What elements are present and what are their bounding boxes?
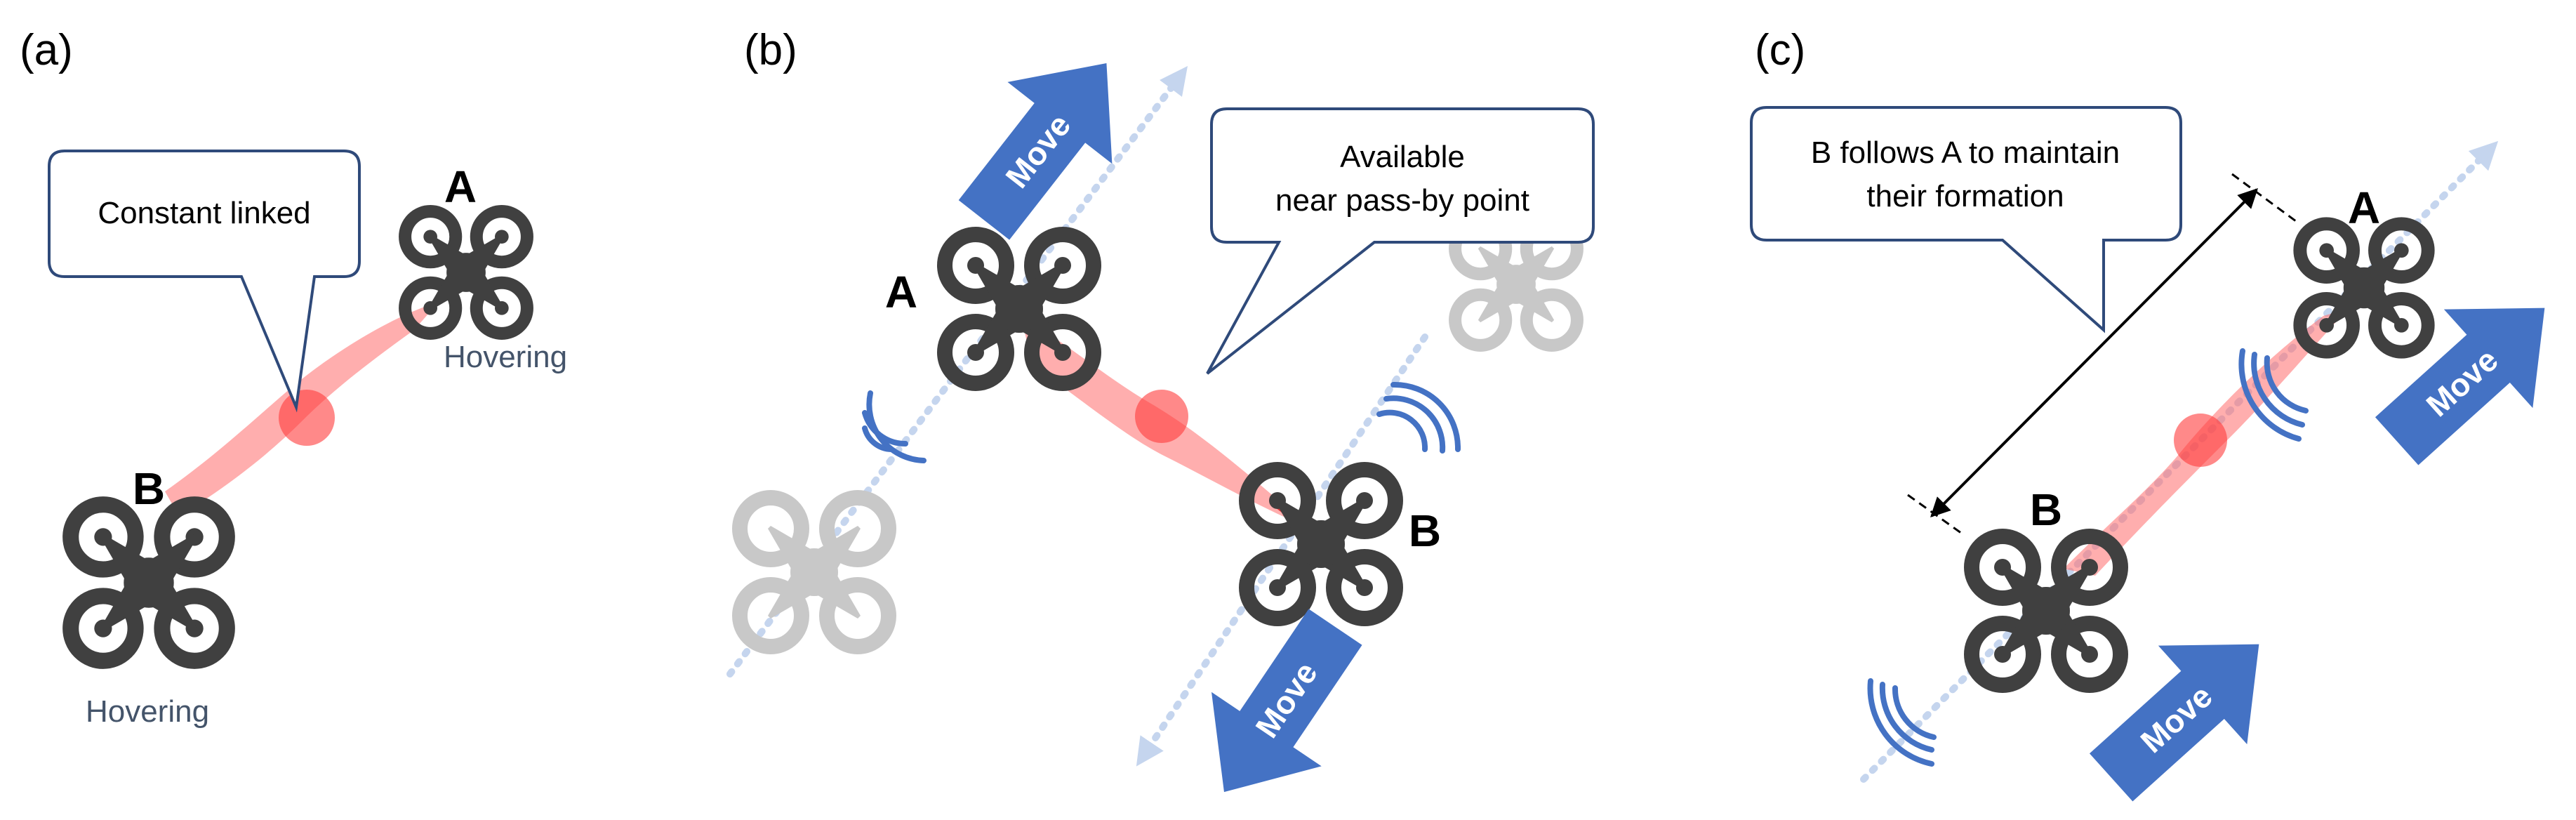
flight-path-b [1136, 333, 1428, 767]
bubble-text-line-1: Available [1340, 140, 1465, 174]
move-arrow-icon: Move [931, 22, 1159, 261]
move-arrow-icon: Move [2352, 258, 2576, 491]
drone-a-label: A [885, 267, 917, 317]
bubble-text-line-1: B follows A to maintain [1811, 135, 2120, 170]
speech-bubble-icon [1206, 107, 1595, 375]
panel-b: (b) Available near pass-b [726, 22, 1595, 820]
link-beam [165, 302, 439, 516]
drone-b-label: B [1409, 505, 1441, 556]
speech-bubble-icon [48, 150, 361, 413]
bubble-text: Constant linked [98, 196, 310, 230]
speech-bubble-icon [1750, 106, 2182, 333]
panel-b-label: (b) [744, 26, 797, 74]
drone-b-label: B [133, 463, 165, 514]
drone-a-label: A [444, 161, 477, 212]
bubble-text-line-2: their formation [1866, 179, 2064, 213]
bubble-text-line-2: near pass-by point [1275, 183, 1529, 218]
dimension-arrow-icon [1907, 173, 2299, 536]
drone-icon [71, 505, 227, 661]
drone-a-label: A [2348, 183, 2380, 233]
signal-wave-icon [1376, 381, 1461, 454]
drone-b-label: B [2030, 484, 2062, 535]
ghost-drone-icon [740, 498, 889, 647]
status-hovering-a: Hovering [444, 340, 567, 374]
panel-a: (a) Constant linked A Hovering B Hoverin… [20, 26, 567, 729]
status-hovering-b: Hovering [86, 694, 209, 729]
panel-c-label: (c) [1755, 26, 1805, 74]
panel-c: (c) B follows A to maintain [1750, 26, 2576, 820]
signal-wave-icon [862, 390, 927, 463]
signal-wave-icon [1867, 678, 1937, 767]
panel-a-label: (a) [20, 26, 73, 74]
